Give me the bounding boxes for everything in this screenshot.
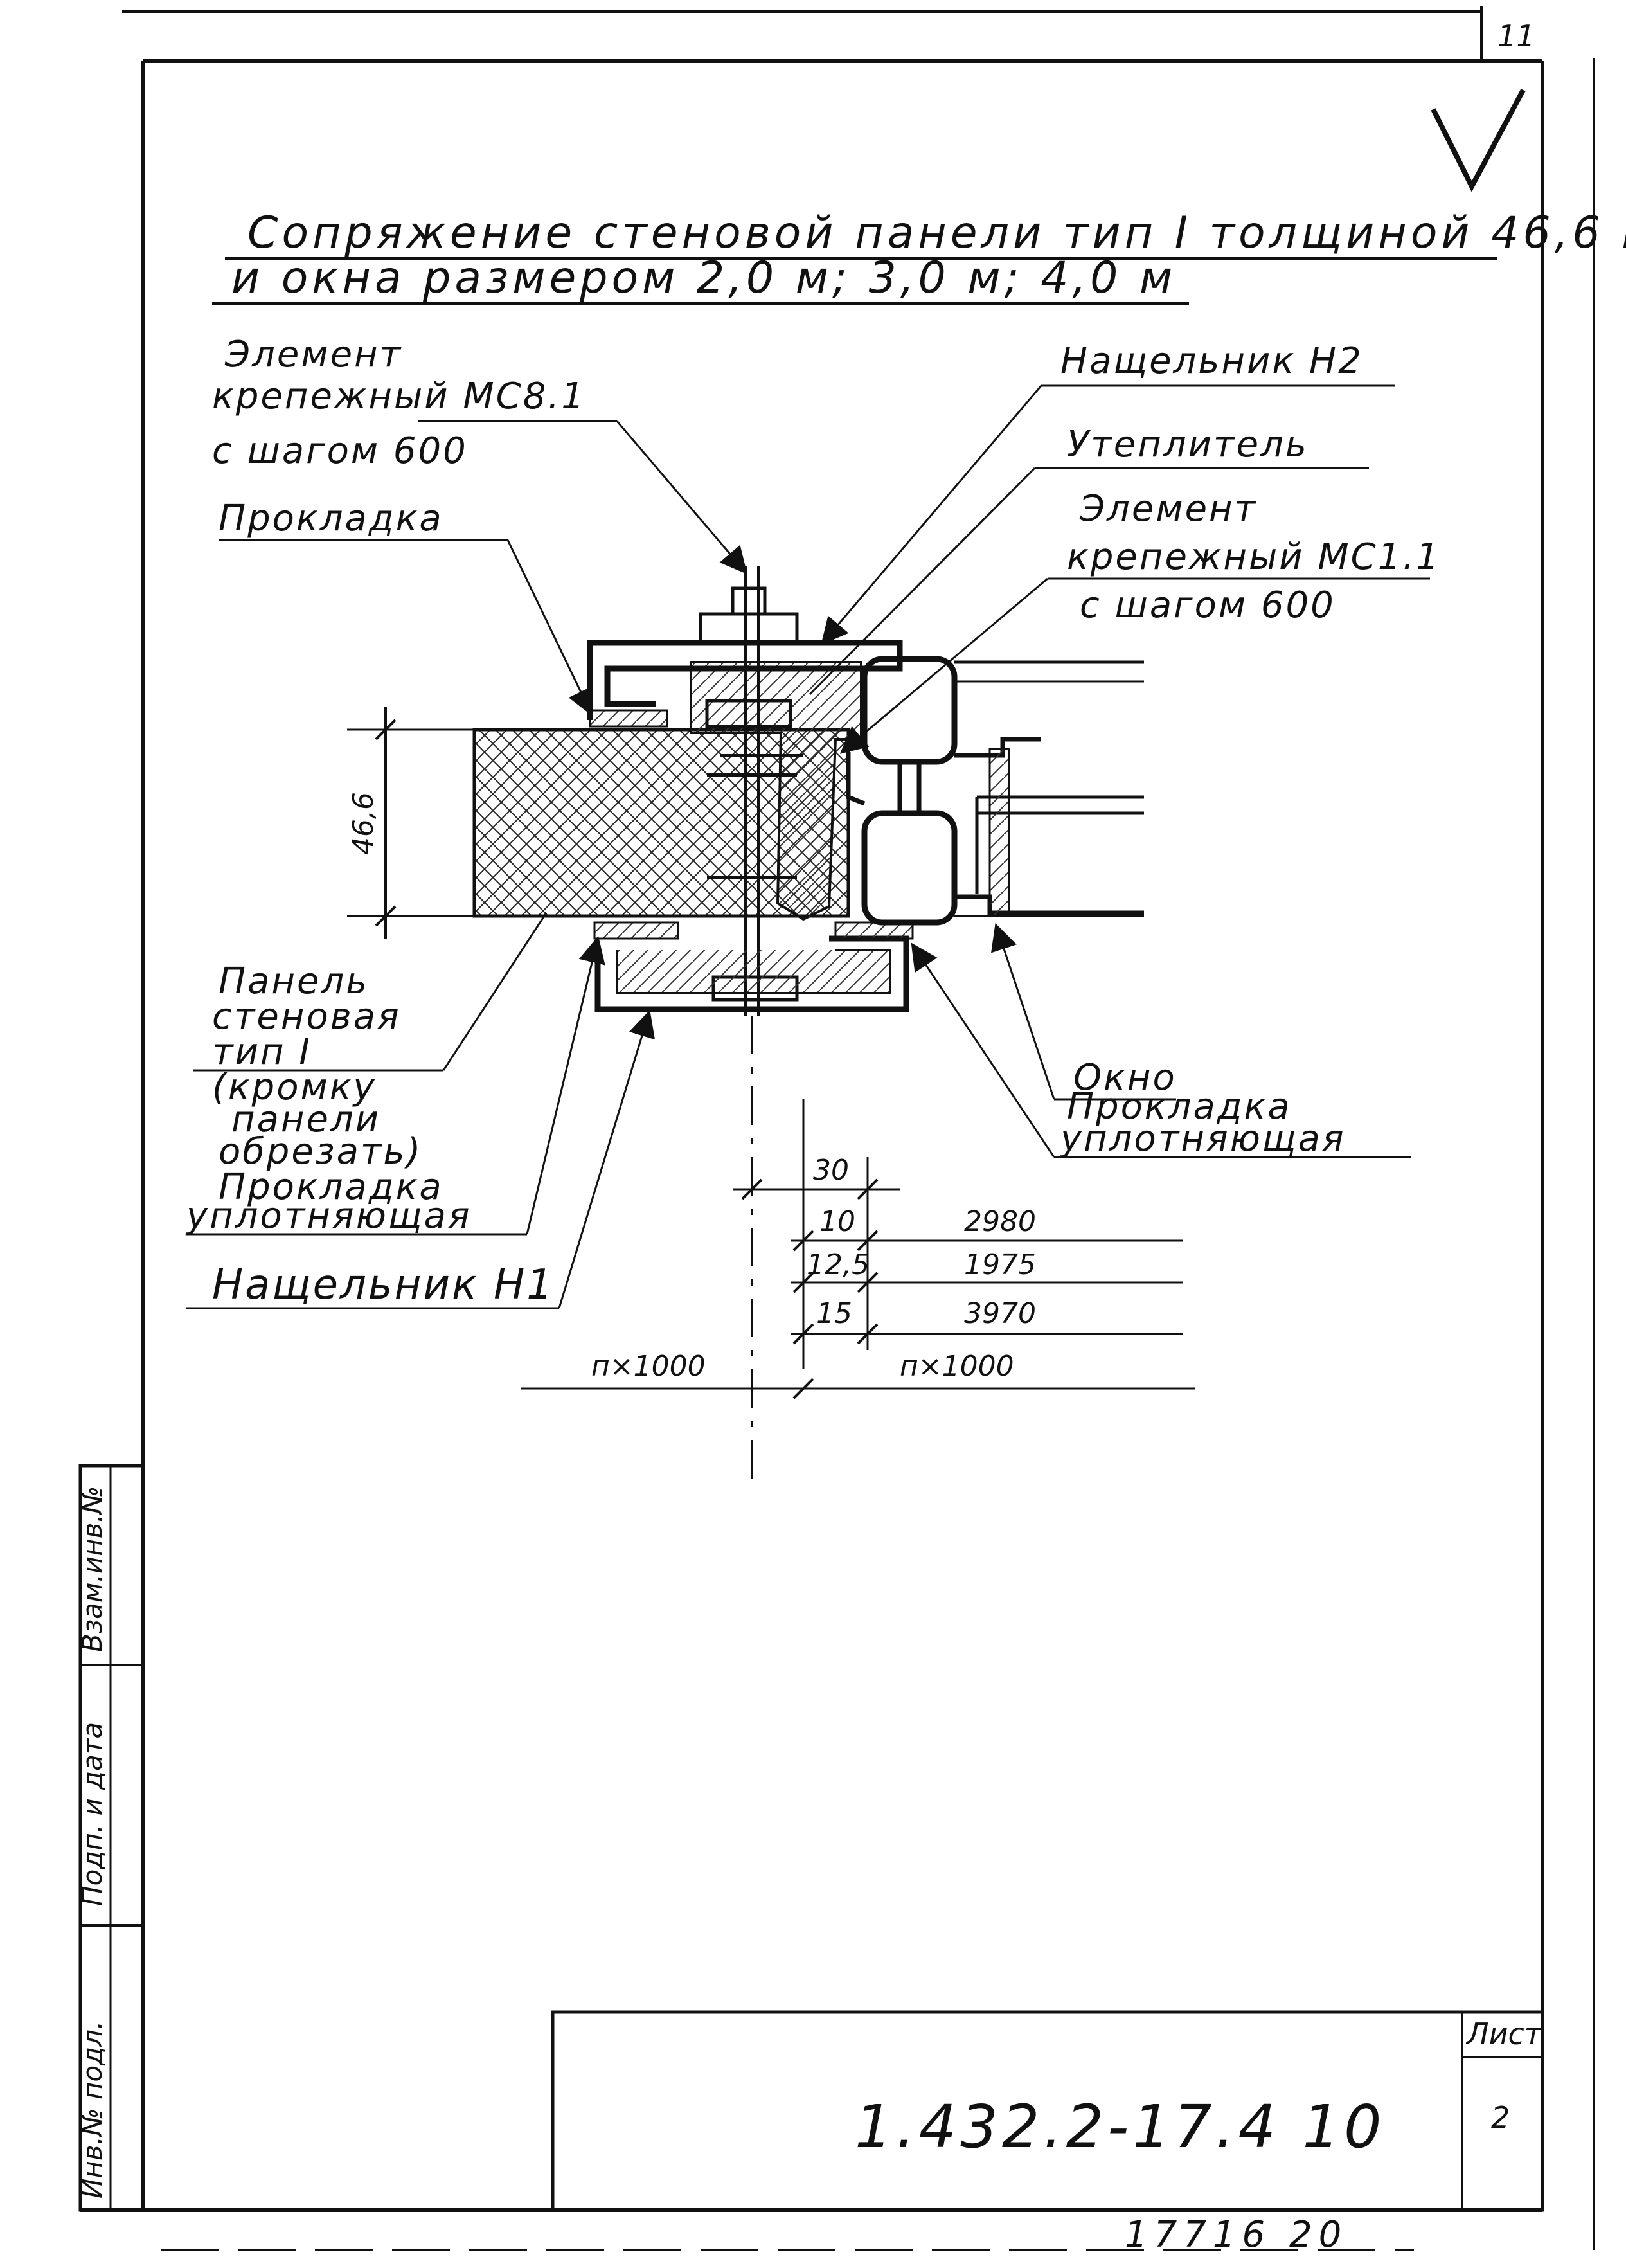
label-mc11-1: Элемент [1079, 488, 1257, 530]
title-line-2: и окна размером 2,0 м; 3,0 м; 4,0 м [231, 253, 1176, 303]
dim-1975: 1975 [964, 1248, 1036, 1281]
label-mc81-3: с шагом 600 [212, 430, 468, 472]
dim-30: 30 [813, 1154, 849, 1187]
stamp-replaced-inventory: Взам.инв.№ [76, 1486, 108, 1652]
dimension-ladder: 30 10 2980 12,5 1975 15 3970 п×1000 п×10… [521, 1099, 1195, 1400]
label-panel-note-2: панели [231, 1099, 380, 1140]
label-mc11-3: с шагом 600 [1080, 584, 1336, 626]
thickness-dimension: 46,6 [347, 707, 476, 939]
leader-lines [186, 384, 1430, 1310]
stamp-column: Взам.инв.№ Подп. и дата Инв.№ подл. [76, 1464, 145, 2212]
label-panel-2: стеновая [212, 996, 401, 1038]
label-mc81-2: крепежный МС8.1 [212, 375, 586, 417]
check-mark [1431, 89, 1526, 192]
label-mc11-2: крепежный МС1.1 [1067, 536, 1441, 578]
label-cover-h2: Нащельник Н2 [1060, 340, 1363, 382]
label-window: Окно [1073, 1057, 1177, 1099]
window-frame [846, 656, 1144, 926]
thickness-value: 46,6 [347, 792, 380, 855]
label-cover-h1: Нащельник Н1 [212, 1261, 555, 1309]
label-seal-left-2: уплотняющая [185, 1195, 472, 1237]
label-seal-right-1: Прокладка [1067, 1086, 1292, 1128]
label-panel-note-1: (кромку [212, 1066, 377, 1108]
upper-gasket [589, 709, 668, 728]
label-panel-3: тип I [212, 1031, 312, 1073]
document-code: 1.432.2-17.4 10 [855, 2092, 1386, 2161]
dim-2980: 2980 [964, 1205, 1036, 1238]
label-panel-1: Панель [219, 960, 369, 1002]
dim-3970: 3970 [964, 1297, 1036, 1330]
dim-n-left: п×1000 [591, 1350, 706, 1383]
label-insulation: Утеплитель [1067, 424, 1309, 465]
footer-number: 17716 20 [1125, 2214, 1348, 2256]
title: Сопряжение стеновой панели тип I толщино… [212, 208, 1626, 305]
dim-n-right: п×1000 [900, 1350, 1014, 1383]
title-block: 1.432.2-17.4 10 Лист 2 [551, 2010, 1544, 2212]
callout-labels: Элемент крепежный МС8.1 с шагом 600 Прок… [185, 334, 1441, 1309]
label-panel-note-3: обрезать) [219, 1131, 422, 1173]
label-seal-right-2: уплотняющая [1059, 1118, 1346, 1160]
title-line-1: Сопряжение стеновой панели тип I толщино… [247, 208, 1626, 258]
label-mc81-1: Элемент [224, 334, 402, 375]
lower-gasket [593, 921, 679, 940]
sheet-label: Лист [1465, 2017, 1542, 2051]
stamp-signature-date: Подп. и дата [76, 1722, 108, 1906]
upper-cover-h2 [587, 640, 903, 720]
sheet-number: 2 [1491, 2100, 1510, 2135]
label-gasket: Прокладка [219, 498, 443, 539]
dim-10: 10 [819, 1205, 855, 1238]
dim-15: 15 [816, 1297, 852, 1330]
dim-12-5: 12,5 [807, 1248, 870, 1281]
fastener-nut [699, 612, 799, 645]
stamp-original-inventory: Инв.№ подл. [76, 2021, 108, 2199]
corner-mark: 11 [1497, 19, 1535, 53]
fastener-head [731, 586, 767, 616]
label-seal-left-1: Прокладка [219, 1166, 443, 1208]
joint-detail: 46,6 30 10 2980 12,5 1975 15 3970 [185, 334, 1441, 1479]
